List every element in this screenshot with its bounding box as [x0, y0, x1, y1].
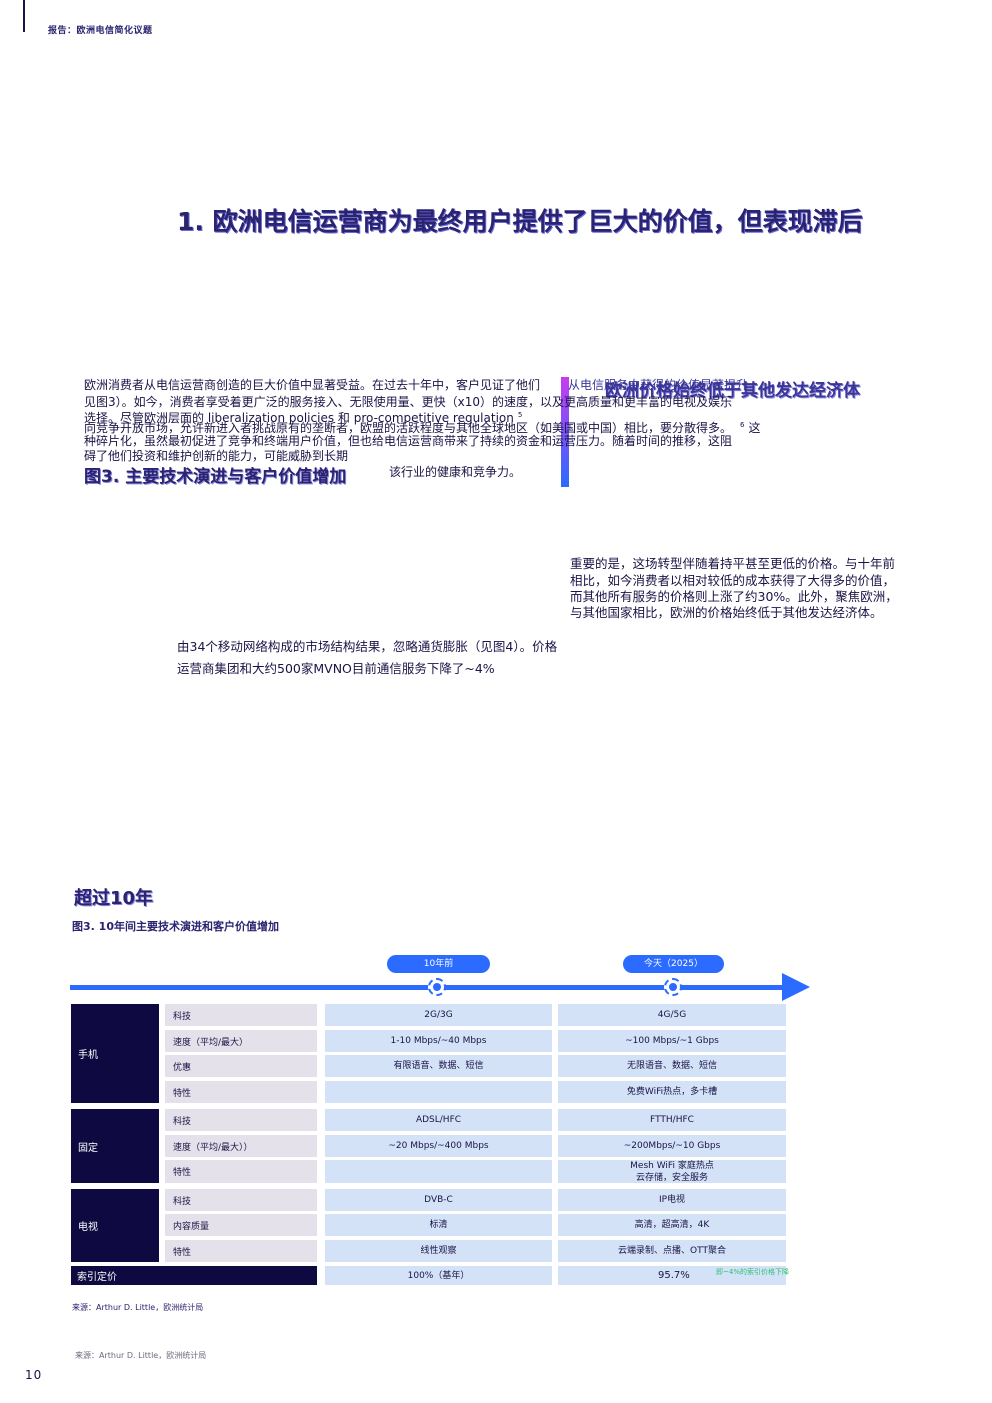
cell-now: 免费WiFi热点，多卡槽	[558, 1081, 786, 1103]
cell-now: Mesh WiFi 家庭热点 云存储，安全服务	[558, 1160, 786, 1183]
para1-line5: 种碎片化，虽然最初促进了竞争和终端用户价值，但也给电信运营商带来了持续的资金和运…	[84, 434, 733, 448]
now-node-icon	[664, 978, 682, 996]
price-now: 95.7%	[558, 1266, 786, 1285]
para1-line4: 向竞争开放市场，允许新进入者挑战原有的垄断者，欧盟的活跃程度与其他全球地区（如美…	[84, 417, 761, 437]
cell-now-line2: 云存储，安全服务	[635, 1172, 708, 1183]
para3-line1: 由34个移动网络构成的市场结构结果，忽略通货膨胀（见图4）。价格	[177, 639, 558, 654]
cell-past: 1-10 Mbps/~40 Mbps	[325, 1030, 552, 1052]
para2-line1: 重要的是，这场转型伴随着持平甚至更低的价格。与十年前	[570, 556, 896, 571]
figure-source: 来源：Arthur D. Little，欧洲统计局	[72, 1303, 204, 1312]
cell-past: 有限语音、数据、短信	[325, 1055, 552, 1077]
group-fixed: 固定	[71, 1109, 159, 1183]
footnote-6: 6	[740, 421, 745, 429]
para1-line1: 欧洲消费者从电信运营商创造的巨大价值中显著受益。在过去十年中，客户见证了他们	[84, 378, 541, 392]
cell-past: 线性观察	[325, 1240, 552, 1262]
row-label: 速度（平均/最大）	[165, 1030, 317, 1052]
row-label: 特性	[165, 1160, 317, 1183]
price-past: 100%（基年）	[325, 1266, 552, 1285]
para3-line2: 运营商集团和大约500家MVNO目前通信服务下降了~4%	[177, 661, 495, 676]
cell-past: 标清	[325, 1214, 552, 1236]
page-number: 10	[25, 1368, 43, 1382]
cell-now: 高清，超高清，4K	[558, 1214, 786, 1236]
timeline-arrow-icon	[782, 973, 810, 1001]
now-pill: 今天（2025）	[623, 955, 724, 973]
para2-line3: 而其他所有服务的价格则上涨了约30%。此外，聚焦欧洲，	[570, 589, 898, 604]
past-node-icon	[428, 978, 446, 996]
group-mobile: 手机	[71, 1004, 159, 1103]
row-label: 科技	[165, 1109, 317, 1131]
cell-past	[325, 1160, 552, 1183]
cell-now-line1: Mesh WiFi 家庭热点	[630, 1160, 714, 1171]
para1-line4-text: 向竞争开放市场，允许新进入者挑战原有的垄断者，欧盟的活跃程度与其他全球地区（如美…	[84, 421, 733, 435]
para1-line1b: 从电信服务中获得的价值显著提升	[568, 378, 749, 392]
cell-now: FTTH/HFC	[558, 1109, 786, 1131]
cell-past: 2G/3G	[325, 1004, 552, 1026]
cell-now: ~100 Mbps/~1 Gbps	[558, 1030, 786, 1052]
row-label: 特性	[165, 1081, 317, 1103]
figure-heading: 图3. 主要技术演进与客户价值增加	[84, 467, 347, 487]
price-note: 即~4%的索引价格下降	[716, 1268, 789, 1276]
cell-now: IP电视	[558, 1189, 786, 1211]
running-head: 报告：欧洲电信简化议题	[48, 26, 153, 36]
row-label: 特性	[165, 1240, 317, 1262]
cell-now: 4G/5G	[558, 1004, 786, 1026]
cell-past: ADSL/HFC	[325, 1109, 552, 1131]
price-label: 索引定价	[71, 1266, 317, 1285]
cell-now: 云端录制、点播、OTT聚合	[558, 1240, 786, 1262]
para1-line3-text: 选择。尽管欧洲层面的 liberalization policies 和 pro…	[84, 411, 514, 425]
row-label: 内容质量	[165, 1214, 317, 1236]
para2-line2: 相比，如今消费者以相对较低的成本获得了大得多的价值，	[570, 573, 896, 588]
para1-line6: 碍了他们投资和维护创新的能力，可能威胁到长期	[84, 449, 349, 463]
cell-past: ~20 Mbps/~400 Mbps	[325, 1135, 552, 1157]
row-label: 速度（平均/最大））	[165, 1135, 317, 1157]
header-rule	[23, 0, 25, 32]
row-label: 优惠	[165, 1055, 317, 1077]
row-label: 科技	[165, 1004, 317, 1026]
group-tv: 电视	[71, 1189, 159, 1262]
side-title: 欧洲价格始终低于其他发达经济体	[605, 381, 860, 401]
cell-past: DVB-C	[325, 1189, 552, 1211]
footnote-5: 5	[517, 411, 523, 419]
cell-now: 无限语音、数据、短信	[558, 1055, 786, 1077]
accent-bar	[561, 377, 569, 487]
cell-now: ~200Mbps/~10 Gbps	[558, 1135, 786, 1157]
para1-line2: 见图3）。如今，消费者享受着更广泛的服务接入、无限使用量、更快（x10）的速度，…	[84, 395, 733, 409]
cell-past	[325, 1081, 552, 1103]
row-label: 科技	[165, 1189, 317, 1211]
figure-section-heading: 超过10年	[74, 888, 154, 909]
para1-line7: 该行业的健康和竞争力。	[389, 465, 522, 479]
page-source: 来源：Arthur D. Little，欧洲统计局	[75, 1351, 207, 1360]
past-pill: 10年前	[387, 955, 490, 973]
para1-line3: 选择。尽管欧洲层面的 liberalization policies 和 pro…	[84, 407, 522, 427]
figure-caption: 图3. 10年间主要技术演进和客户价值增加	[72, 920, 279, 933]
para2-line4: 与其他国家相比，欧洲的价格始终低于其他发达经济体。	[570, 605, 883, 620]
para1-line4-tail: 这	[748, 421, 761, 435]
section-title: 1. 欧洲电信运营商为最终用户提供了巨大的价值，但表现滞后	[177, 207, 863, 236]
